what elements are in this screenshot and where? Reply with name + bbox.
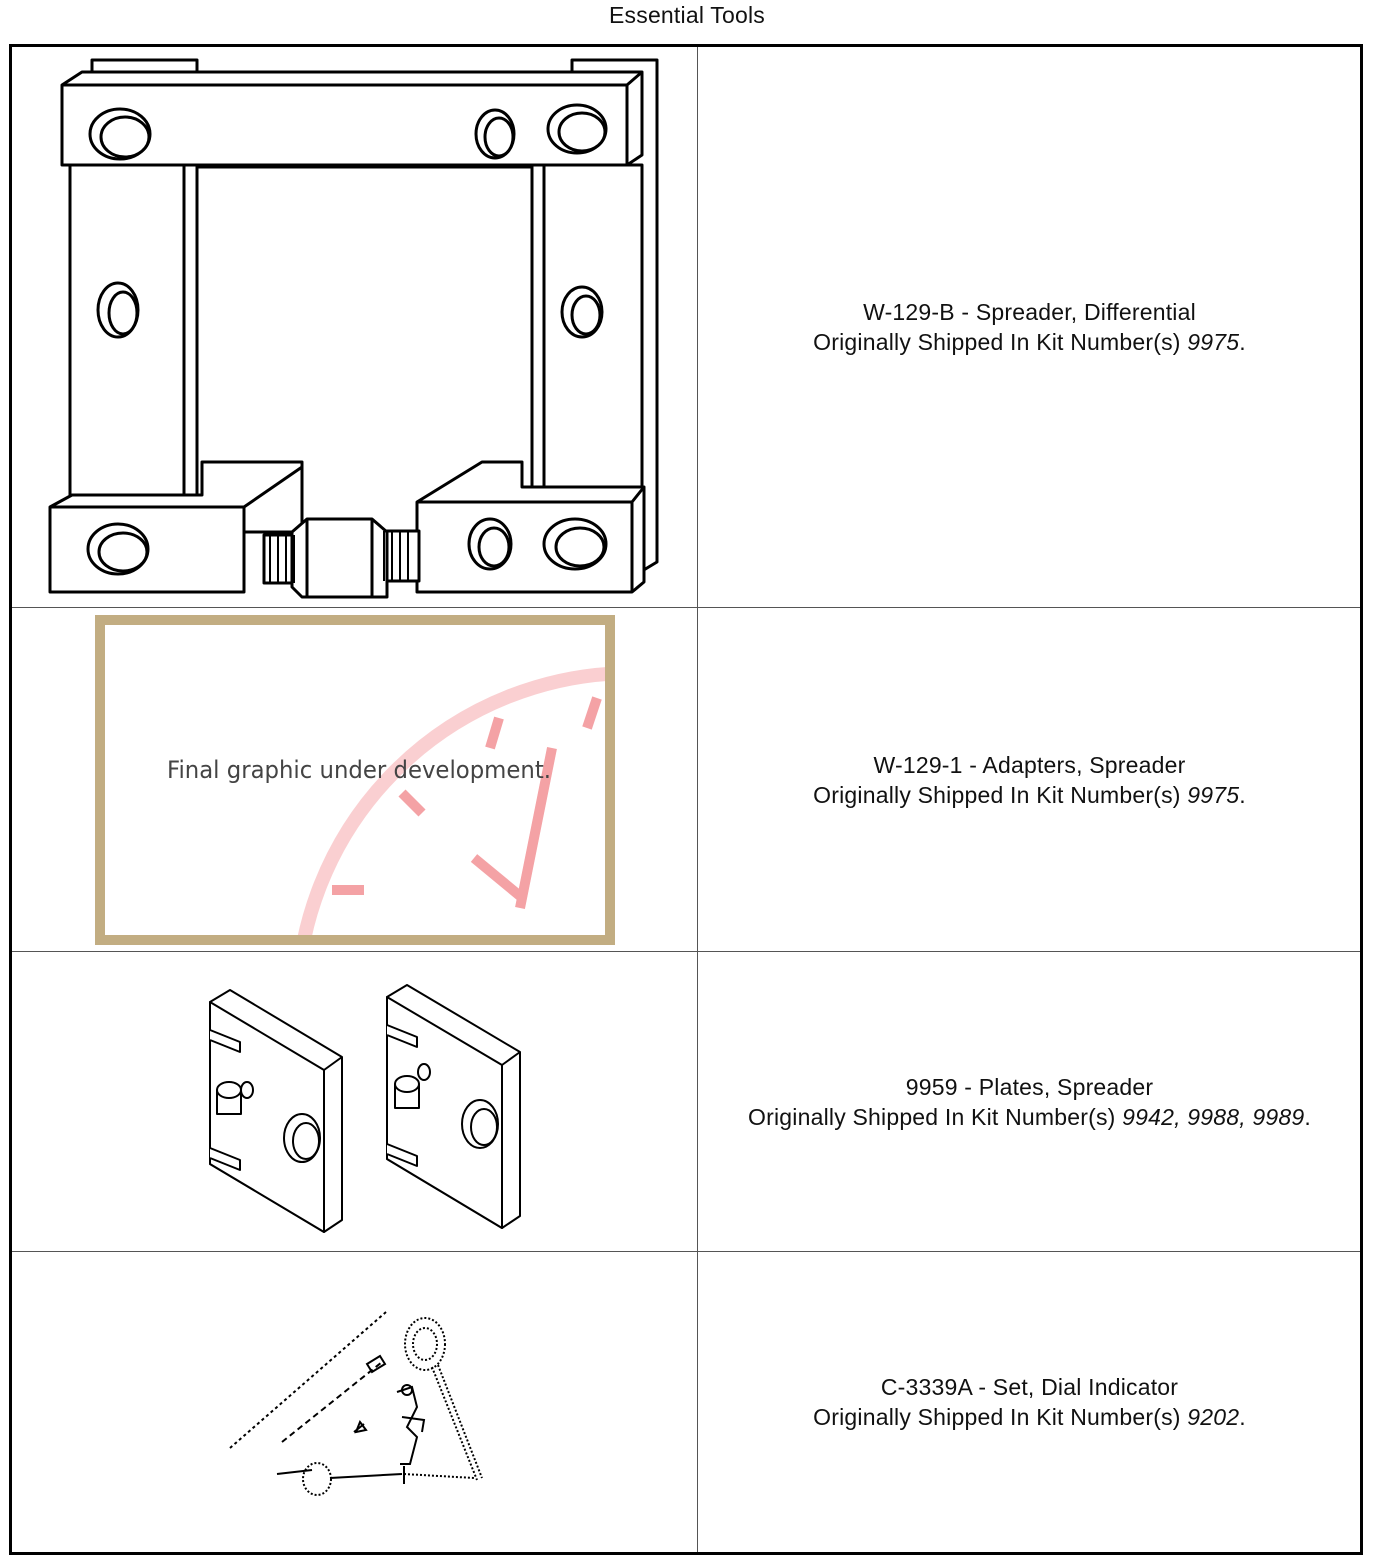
tool-description: 9959 - Plates, Spreader Originally Shipp…	[699, 952, 1360, 1251]
tool-description: W-129-1 - Adapters, Spreader Originally …	[699, 608, 1360, 951]
kits-suffix: .	[1239, 781, 1246, 808]
tool-image-cell	[12, 1252, 698, 1552]
table-row: C-3339A - Set, Dial Indicator Originally…	[12, 1252, 1360, 1552]
kit-numbers: 9942, 9988, 9989	[1122, 1103, 1305, 1130]
kits-suffix: .	[1239, 329, 1246, 355]
tool-kits-line: Originally Shipped In Kit Number(s) 9975…	[813, 780, 1246, 810]
dial-indicator-set-drawing	[229, 1311, 483, 1496]
tool-name: W-129-B - Spreader, Differential	[863, 299, 1196, 325]
table-row: Final graphic under development. W-129-1…	[12, 608, 1360, 952]
spreader-differential-drawing	[48, 58, 659, 599]
tool-kits-line: Originally Shipped In Kit Number(s) 9202…	[813, 1402, 1246, 1432]
tool-name: W-129-1 - Adapters, Spreader	[873, 751, 1186, 778]
tool-name: 9959 - Plates, Spreader	[905, 1073, 1154, 1100]
page-title: Essential Tools	[609, 2, 765, 28]
kits-prefix: Originally Shipped In Kit Number(s)	[748, 1103, 1123, 1130]
tool-kits-line: Originally Shipped In Kit Number(s) 9975…	[813, 327, 1246, 357]
kits-prefix: Originally Shipped In Kit Number(s)	[813, 781, 1188, 808]
kit-numbers: 9975	[1187, 329, 1240, 355]
placeholder-text: Final graphic under development.	[167, 756, 551, 784]
kit-numbers: 9975	[1187, 781, 1240, 808]
placeholder-frame	[95, 615, 615, 945]
table-row: 9959 - Plates, Spreader Originally Shipp…	[12, 952, 1360, 1252]
kits-suffix: .	[1239, 1404, 1246, 1430]
tool-kits-line: Originally Shipped In Kit Number(s) 9942…	[748, 1102, 1311, 1132]
kits-prefix: Originally Shipped In Kit Number(s)	[813, 1404, 1188, 1430]
tool-description: W-129-B - Spreader, Differential Origina…	[699, 47, 1360, 607]
tool-image-cell: Final graphic under development.	[12, 608, 698, 951]
kits-prefix: Originally Shipped In Kit Number(s)	[813, 329, 1188, 355]
tool-image-cell	[12, 952, 698, 1251]
tool-name: C-3339A - Set, Dial Indicator	[880, 1374, 1179, 1400]
tool-image-cell	[12, 47, 698, 607]
spreader-plates-drawing	[209, 984, 521, 1233]
table-row: W-129-B - Spreader, Differential Origina…	[12, 47, 1360, 608]
tool-description: C-3339A - Set, Dial Indicator Originally…	[699, 1252, 1360, 1552]
kit-numbers: 9202	[1187, 1404, 1240, 1430]
kits-suffix: .	[1304, 1103, 1311, 1130]
tools-table: W-129-B - Spreader, Differential Origina…	[9, 44, 1363, 1555]
placeholder-graphic: Final graphic under development.	[95, 615, 615, 945]
